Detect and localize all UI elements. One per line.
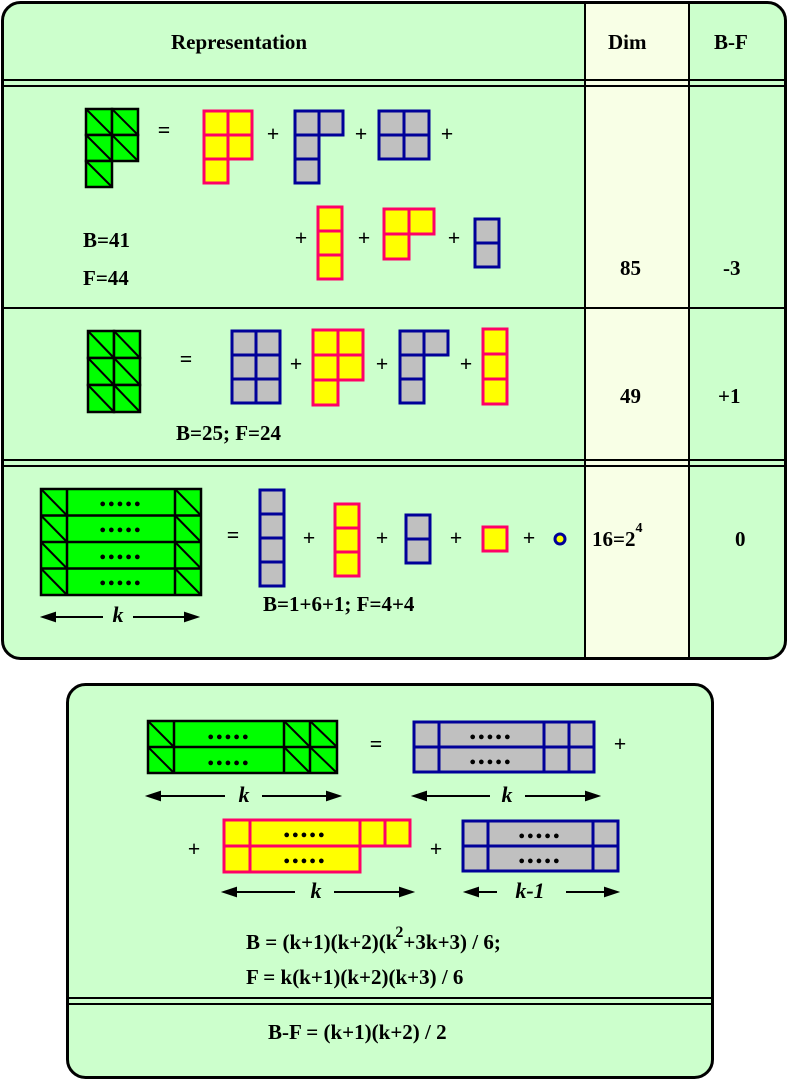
general-panel: [66, 683, 714, 1080]
plus-sign: +: [430, 836, 443, 861]
b-formula: B = (k+1)(k+2)(k2+3k+3) / 6;: [246, 924, 501, 954]
row1-dim: 85: [620, 256, 641, 280]
header-bf: B-F: [714, 30, 748, 54]
row2-dim: 49: [620, 384, 641, 408]
svg-text:●●●●●: ●●●●●: [99, 551, 142, 563]
blue-column-2: [404, 513, 432, 565]
plus-sign: +: [460, 351, 473, 376]
row1-f: F=44: [83, 266, 129, 290]
row1-b: B=41: [83, 228, 130, 252]
general-diagram: ●●●●● ●●●●● = ●●●●● ●●●●● + k k + ●●●●● …: [144, 719, 627, 903]
svg-text:●●●●●: ●●●●●: [283, 829, 326, 841]
svg-text:●●●●●: ●●●●●: [99, 498, 142, 510]
row3-bf-text: B=1+6+1; F=4+4: [263, 592, 415, 616]
svg-text:●●●●●: ●●●●●: [207, 731, 250, 743]
empty-diagram-dot: [553, 532, 567, 546]
plus-sign: +: [188, 836, 201, 861]
yellow-block-k: [222, 818, 412, 874]
plus-sign: +: [290, 351, 303, 376]
k-label: k: [502, 782, 513, 807]
yellow-diagram-221: [311, 328, 365, 407]
blue-column-4: [258, 488, 286, 588]
yellow-column-3: [316, 205, 344, 281]
k-label: k: [113, 602, 124, 627]
plus-sign: +: [614, 731, 627, 756]
panel-frame: [66, 683, 714, 1079]
green-block-k: [39, 487, 203, 597]
row2-bf: +1: [718, 384, 741, 408]
row2-bf-text: B=25; F=24: [176, 421, 282, 445]
yellow-diagram-221: [202, 109, 254, 185]
eq-sign: =: [370, 731, 383, 756]
eq-sign: =: [180, 346, 193, 371]
row1-diagram: = + + + + + +: [84, 107, 501, 281]
blue-diagram-211: [293, 109, 345, 185]
green-diagram-222: [86, 329, 142, 414]
svg-text:●●●●●: ●●●●●: [518, 830, 561, 842]
green-block-k: [146, 719, 339, 775]
row3-diagram: ●●●●● ●●●●● ●●●●● ●●●●● k = + + + +: [39, 487, 567, 627]
svg-text:●●●●●: ●●●●●: [99, 524, 142, 536]
svg-text:●●●●●: ●●●●●: [207, 757, 250, 769]
dots: ●●●●● ●●●●● ●●●●● ●●●●●: [99, 498, 142, 589]
row3-dim: 16=24: [592, 521, 642, 552]
plus-sign: +: [376, 525, 389, 550]
eq-sign: =: [227, 522, 240, 547]
row3-bf: 0: [735, 527, 746, 551]
blue-diagram-222: [230, 329, 282, 405]
header-dim: Dim: [608, 30, 647, 54]
plus-sign: +: [303, 525, 316, 550]
svg-text:●●●●●: ●●●●●: [518, 855, 561, 867]
yellow-box-1: [481, 525, 509, 553]
plus-sign: +: [267, 121, 280, 146]
yellow-diagram-21: [382, 207, 436, 261]
plus-sign: +: [450, 525, 463, 550]
k-minus-1-label: k-1: [515, 878, 544, 903]
green-diagram-221: [84, 107, 140, 189]
f-formula: F = k(k+1)(k+2)(k+3) / 6: [246, 965, 464, 989]
yellow-column-3: [333, 502, 361, 578]
row2-diagram: = + + +: [86, 327, 509, 414]
svg-text:●●●●●: ●●●●●: [99, 577, 142, 589]
plus-sign: +: [523, 525, 536, 550]
bf-formula: B-F = (k+1)(k+2) / 2: [268, 1020, 447, 1044]
plus-sign: +: [441, 121, 454, 146]
blue-block-k: [412, 720, 596, 774]
blue-diagram-211: [398, 329, 450, 405]
row3-dim-exp: 4: [635, 521, 643, 536]
k-label: k: [239, 782, 250, 807]
plus-sign: +: [358, 225, 371, 250]
k-arrow: [39, 611, 201, 623]
blue-block-k-1: [461, 819, 620, 873]
plus-sign: +: [355, 121, 368, 146]
svg-text:●●●●●: ●●●●●: [469, 756, 512, 768]
svg-text:●●●●●: ●●●●●: [469, 731, 512, 743]
plus-sign: +: [376, 351, 389, 376]
header-representation: Representation: [171, 30, 308, 54]
top-table: Representation Dim B-F B=41 F=44 85 -3 B…: [1, 1, 787, 660]
svg-text:●●●●●: ●●●●●: [283, 855, 326, 867]
eq-sign: =: [158, 117, 171, 142]
row3-dim-base: 16=2: [592, 527, 636, 551]
plus-sign: +: [448, 225, 461, 250]
blue-column-2: [473, 217, 501, 269]
k-label: k: [311, 878, 322, 903]
plus-sign: +: [295, 225, 308, 250]
yellow-column-3: [481, 327, 509, 406]
row1-bf: -3: [723, 256, 741, 280]
blue-diagram-22: [377, 109, 431, 161]
